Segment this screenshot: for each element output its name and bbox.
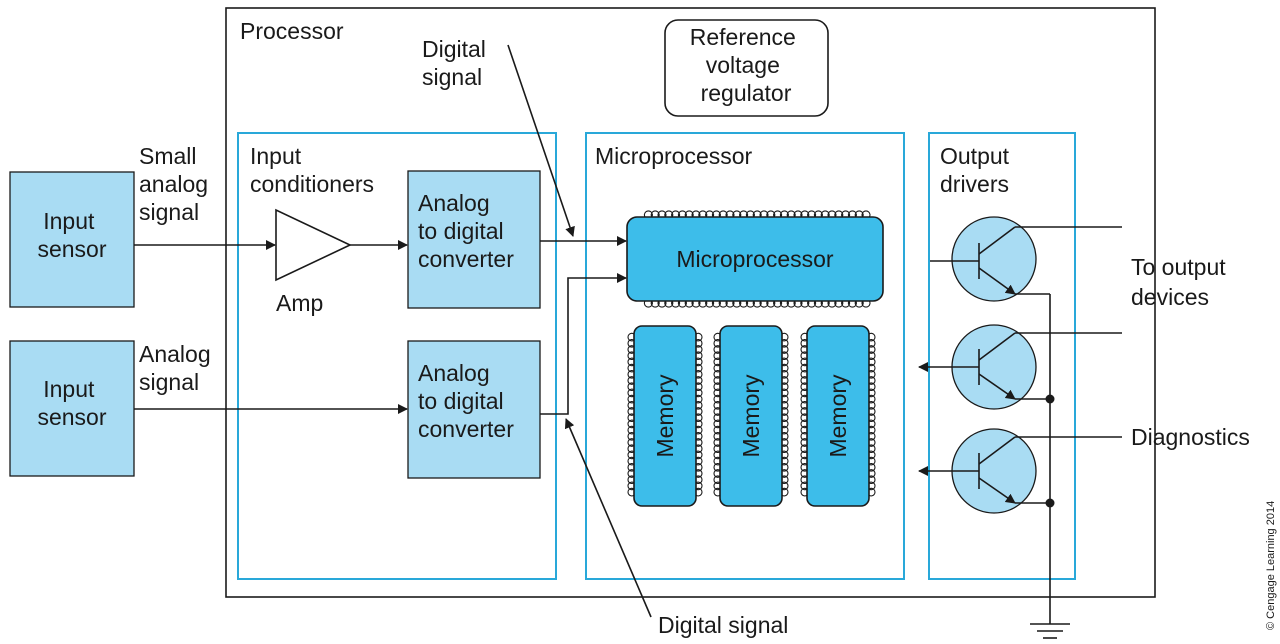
input-sensor-2-label: Input sensor: [37, 376, 106, 430]
adc2-to-microprocessor: [540, 273, 627, 415]
junction-dot-2: [1045, 498, 1055, 508]
ground-symbol: [1030, 623, 1070, 639]
memory-chip-3: [806, 325, 870, 507]
digital-signal-bottom-label: Digital signal: [658, 612, 788, 638]
amp-label: Amp: [276, 290, 323, 316]
memory-pins: [627, 332, 876, 497]
input-sensor-1-label: Input sensor: [37, 208, 106, 262]
to-output-devices-label: To output devices: [1131, 254, 1232, 310]
input-sensor-1: [9, 171, 135, 308]
small-analog-signal-label: Small analog signal: [139, 143, 214, 225]
memory-chip-2-label: Memory: [738, 374, 764, 458]
output-transistor-2: [918, 324, 1037, 410]
input-conditioners-label: Input conditioners: [250, 143, 374, 197]
memory-chip-1: [633, 325, 697, 507]
credit-text: © Cengage Learning 2014: [1265, 501, 1277, 630]
microprocessor-section-label: Microprocessor: [595, 143, 753, 169]
amp-triangle: [275, 208, 352, 282]
output-drivers-box: [928, 132, 1076, 580]
microprocessor-chip: [626, 216, 884, 302]
digital-signal-bottom-leader: [564, 418, 652, 618]
memory-chip-3-label: Memory: [825, 374, 851, 458]
output-transistor-1: [930, 216, 1037, 302]
adc-2-label: Analog to digital converter: [418, 360, 514, 442]
processor-box: [225, 7, 1156, 598]
microprocessor-pins-bottom: [643, 300, 871, 308]
memory-chip-1-label: Memory: [652, 374, 678, 458]
microprocessor-pins-top: [643, 210, 871, 218]
junction-dot-1: [1045, 394, 1055, 404]
adc-2: [407, 340, 541, 479]
reference-voltage-regulator-label: Reference voltage regulator: [690, 24, 803, 106]
memory-chip-2: [719, 325, 783, 507]
adc-1-label: Analog to digital converter: [418, 190, 514, 272]
analog-signal-label: Analog signal: [139, 341, 217, 395]
input-conditioners-box: [237, 132, 557, 580]
diagnostics-label: Diagnostics: [1131, 424, 1250, 450]
input-sensor-2: [9, 340, 135, 477]
processor-label: Processor: [240, 18, 344, 44]
microprocessor-chip-label: Microprocessor: [676, 246, 834, 272]
output-drivers-label: Output drivers: [940, 143, 1015, 197]
output-transistor-3: [918, 428, 1037, 514]
adc-1: [407, 170, 541, 309]
reference-voltage-regulator-box: [664, 19, 829, 117]
microprocessor-section-box: [585, 132, 905, 580]
digital-signal-top-label: Digital signal: [422, 36, 492, 90]
digital-signal-top-leader: [507, 44, 575, 237]
